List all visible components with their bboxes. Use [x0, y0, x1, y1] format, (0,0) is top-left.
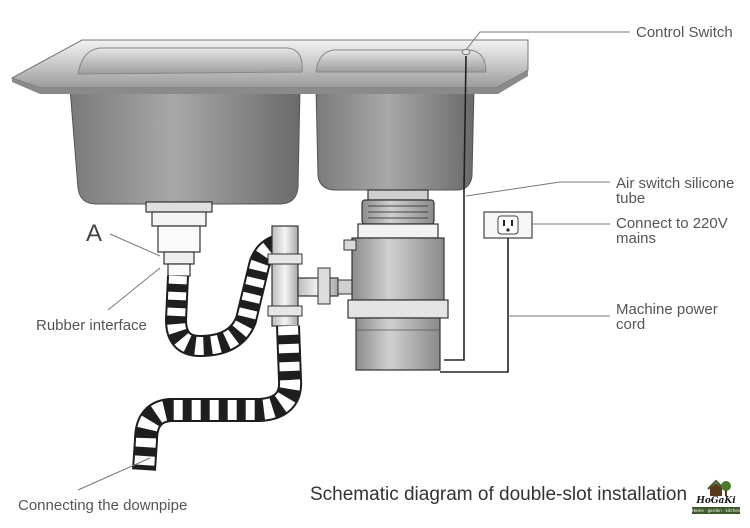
drain-hose-left: [164, 233, 285, 358]
leader-rubber-interface: [107, 267, 161, 311]
house-tree-logo-icon: [707, 479, 731, 496]
label-air-switch-line2: tube: [616, 190, 646, 207]
double-sink: [10, 39, 529, 205]
left-basin-opening: [77, 47, 303, 75]
right-basin-opening: [315, 49, 487, 73]
leader-air-switch: [465, 181, 610, 197]
garbage-disposer: [343, 189, 449, 371]
left-bowl: [69, 87, 301, 205]
label-power-line2: cord: [616, 316, 646, 333]
disposer-wiring: [440, 55, 509, 373]
logo-tagline: Home · garden · kitchen: [692, 507, 740, 514]
control-switch-button: [461, 49, 471, 55]
left-drain: [145, 201, 213, 277]
label-connect-line2: mains: [616, 230, 657, 247]
label-point-a: A: [86, 220, 103, 247]
downpipe-hose: [132, 325, 303, 471]
label-rubber-interface: Rubber interface: [36, 317, 147, 334]
leader-point-a: [109, 233, 161, 257]
brand-logo: HoGaKi Home · garden · kitchen: [690, 478, 742, 516]
wall-outlet: [483, 211, 533, 239]
leader-downpipe: [77, 457, 151, 491]
label-connect-line1: Connect to 220V: [616, 215, 728, 232]
label-air-switch-line1: Air switch silicone: [616, 175, 735, 192]
label-downpipe: Connecting the downpipe: [18, 497, 188, 514]
tee-fitting: [267, 225, 357, 327]
diagram-caption: Schematic diagram of double-slot install…: [310, 484, 688, 505]
label-control-switch: Control Switch: [636, 24, 733, 41]
leader-lines: [77, 31, 630, 491]
logo-name: HoGaKi: [696, 496, 736, 506]
leader-control-switch: [465, 31, 630, 51]
right-bowl: [315, 87, 475, 191]
machine-power-cord: [440, 238, 509, 373]
air-switch-tube: [444, 55, 467, 361]
label-power-line1: Machine power: [616, 301, 718, 318]
